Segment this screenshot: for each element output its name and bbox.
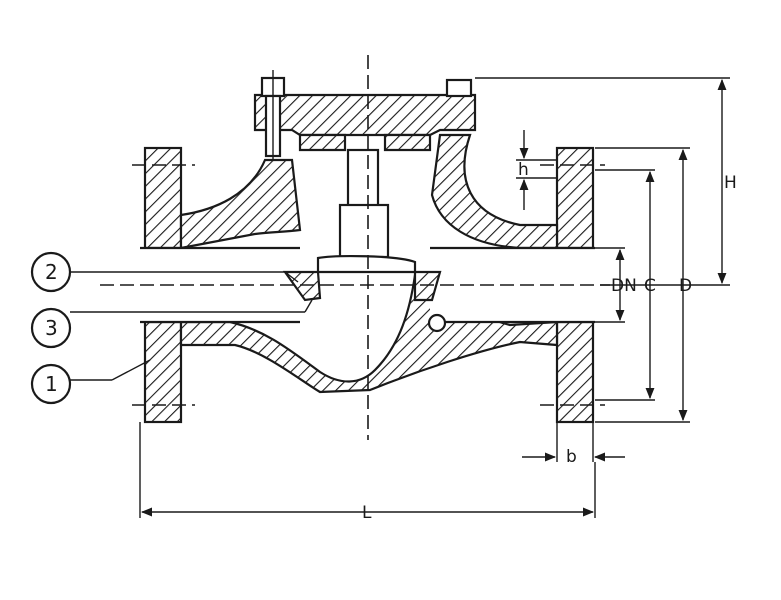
disc-guide <box>338 203 390 259</box>
dim-label-L: L <box>362 503 372 523</box>
callout-3-circle <box>30 307 72 349</box>
cover-plate <box>253 93 477 137</box>
dim-label-D: D <box>679 276 692 296</box>
left-flange-top <box>143 146 183 250</box>
callout-3: 3 <box>30 299 313 349</box>
seat-right <box>413 270 442 302</box>
callout-1-circle <box>30 363 72 405</box>
disc-assembly <box>316 148 417 274</box>
right-flange-top <box>555 146 595 250</box>
right-bolt-nut <box>445 78 473 98</box>
upper-left-wall <box>179 158 302 250</box>
dim-label-h: h <box>518 160 529 180</box>
cover-bolts <box>260 70 473 160</box>
callout-1: 1 <box>30 359 151 405</box>
callout-3-label: 3 <box>45 316 58 340</box>
callout-2-label: 2 <box>45 260 58 284</box>
dim-label-C: C <box>644 276 656 296</box>
cover-boss-left <box>298 133 347 152</box>
right-flange-bottom <box>555 320 595 424</box>
disc-stem <box>346 148 380 210</box>
drain-hole <box>427 313 447 333</box>
dimensions <box>139 77 730 518</box>
callout-2: 2 <box>30 251 299 293</box>
disc-head <box>316 254 417 274</box>
dim-label-b: b <box>566 447 577 467</box>
upper-right-wall <box>430 133 559 250</box>
dim-label-DN: DN <box>611 276 637 296</box>
bonnet-cover <box>253 93 477 152</box>
callout-1-label: 1 <box>45 372 58 396</box>
left-flange-bottom <box>143 320 183 424</box>
cover-boss-right <box>383 133 432 152</box>
dim-label-H: H <box>724 173 737 193</box>
